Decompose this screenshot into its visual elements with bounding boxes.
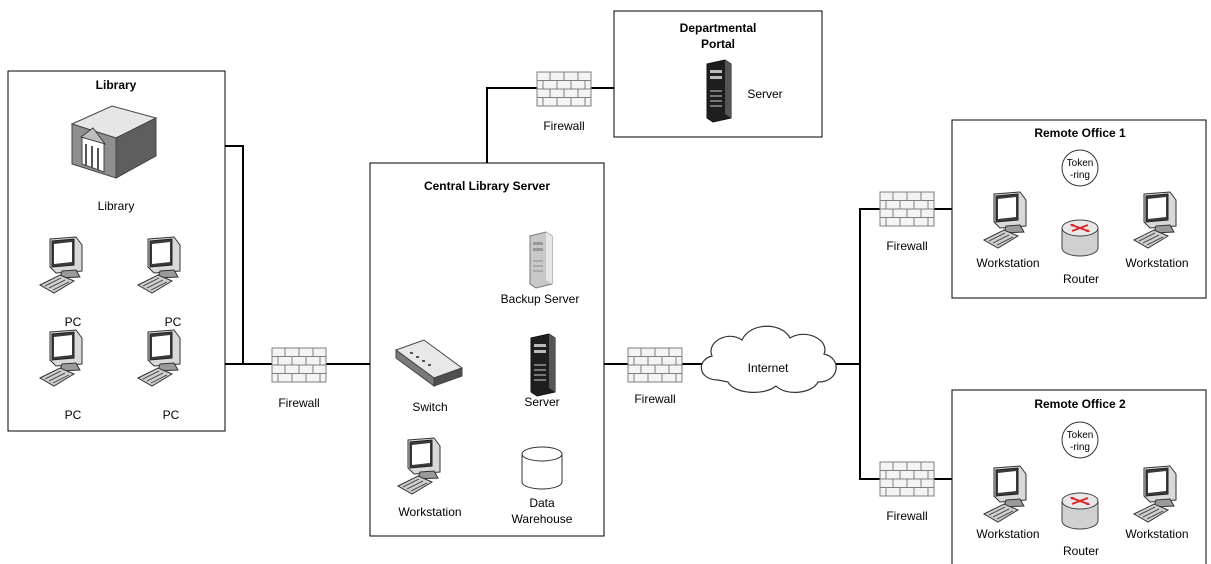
- library-group: Library Library PC PC PC PC: [7, 70, 226, 432]
- central-title: Central Library Server: [424, 179, 550, 193]
- data-warehouse-label-line1: Data: [529, 496, 555, 510]
- firewall-icon: [271, 347, 327, 383]
- portal-group: Departmental Portal Server: [613, 10, 823, 138]
- server-icon: [529, 231, 553, 289]
- portal-title-line2: Portal: [701, 37, 735, 51]
- firewall-icon: [536, 71, 592, 107]
- server-icon: [706, 59, 732, 123]
- firewall-label: Firewall: [886, 239, 927, 253]
- pc-label: PC: [65, 408, 82, 422]
- switch-icon: [394, 339, 464, 387]
- remote-office-1-title: Remote Office 1: [1034, 126, 1126, 140]
- token-ring-label-line1: Token: [1067, 430, 1094, 441]
- firewall-label: Firewall: [634, 392, 675, 406]
- router-label: Router: [1063, 544, 1099, 558]
- portal-title-line1: Departmental: [680, 21, 757, 35]
- firewall-icon: [627, 347, 683, 383]
- library-building-icon: [70, 105, 158, 179]
- token-ring-icon: Token -ring: [1061, 421, 1099, 459]
- pc-label: PC: [163, 408, 180, 422]
- token-ring-label-line2: -ring: [1070, 442, 1090, 453]
- pc-label: PC: [165, 315, 182, 329]
- server-label: Server: [747, 87, 782, 101]
- server-icon: [530, 333, 556, 397]
- database-icon: [521, 446, 563, 490]
- switch-label: Switch: [412, 400, 447, 414]
- internet-label: Internet: [748, 361, 789, 375]
- router-icon: [1061, 219, 1099, 257]
- data-warehouse-label-line2: Warehouse: [512, 512, 573, 526]
- workstation-label: Workstation: [1125, 527, 1188, 541]
- cloud-icon: [700, 325, 837, 393]
- firewall-label: Firewall: [543, 119, 584, 133]
- remote-office-1-group: Remote Office 1 Token -ring Workstation …: [951, 119, 1207, 299]
- remote-office-2-title: Remote Office 2: [1034, 397, 1126, 411]
- token-ring-icon: Token -ring: [1061, 149, 1099, 187]
- firewall-label: Firewall: [886, 509, 927, 523]
- library-building-label: Library: [98, 199, 135, 213]
- library-title: Library: [96, 78, 137, 92]
- workstation-label: Workstation: [398, 505, 461, 519]
- firewall-icon: [879, 191, 935, 227]
- workstation-label: Workstation: [1125, 256, 1188, 270]
- firewall-icon: [879, 461, 935, 497]
- token-ring-label-line1: Token: [1067, 158, 1094, 169]
- router-label: Router: [1063, 272, 1099, 286]
- backup-server-label: Backup Server: [501, 292, 580, 306]
- server-label: Server: [524, 395, 559, 409]
- remote-office-2-group: Remote Office 2 Token -ring Workstation …: [951, 389, 1207, 564]
- workstation-label: Workstation: [976, 527, 1039, 541]
- central-group: Central Library Server Backup Server Swi…: [369, 162, 605, 537]
- firewall-label: Firewall: [278, 396, 319, 410]
- workstation-label: Workstation: [976, 256, 1039, 270]
- pc-label: PC: [65, 315, 82, 329]
- router-icon: [1061, 492, 1099, 530]
- token-ring-label-line2: -ring: [1070, 170, 1090, 181]
